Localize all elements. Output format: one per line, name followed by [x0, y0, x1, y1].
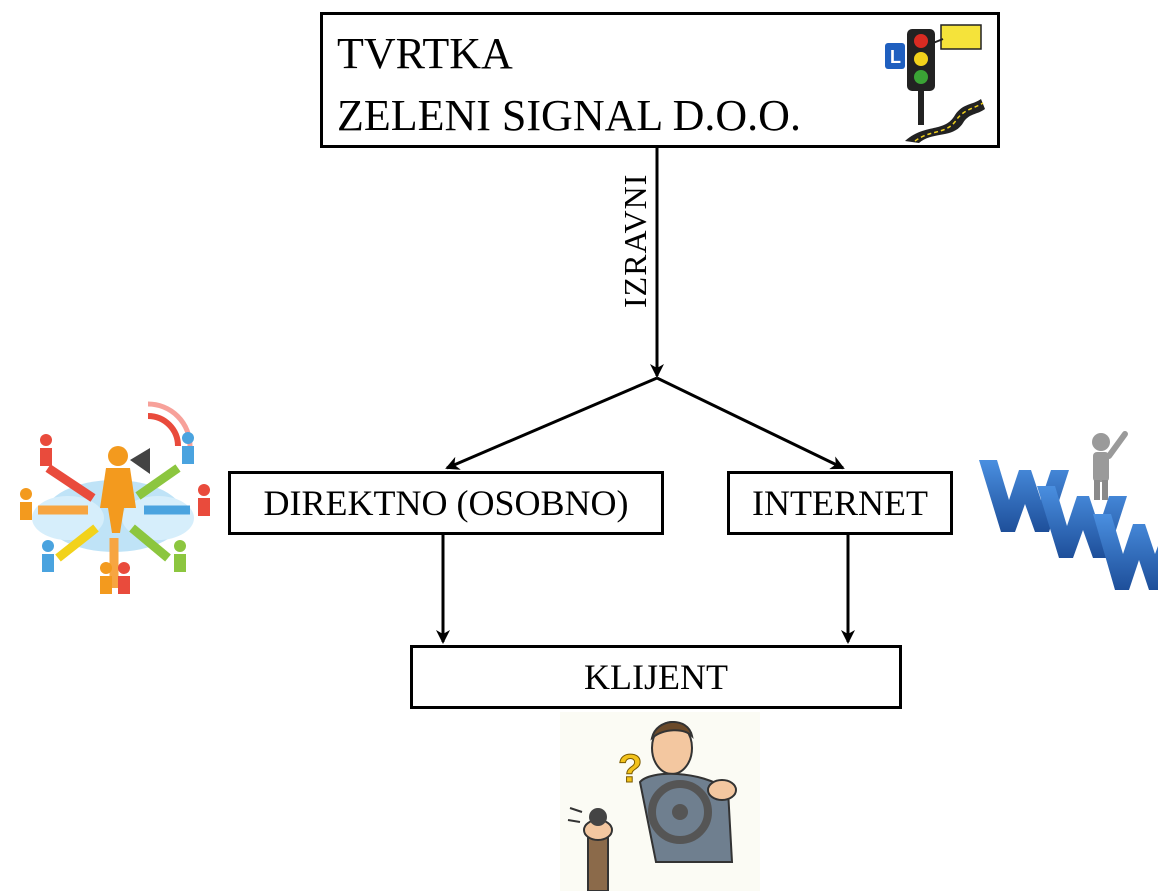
client-box: KLIJENT	[410, 645, 902, 709]
driver-steering-wheel-icon: ?	[560, 712, 760, 891]
internet-channel-box: INTERNET	[727, 471, 953, 535]
svg-text:L: L	[890, 47, 901, 67]
svg-text:?: ?	[618, 747, 642, 791]
company-name-label: ZELENI SIGNAL D.O.O.	[337, 91, 801, 140]
internet-channel-label: INTERNET	[752, 483, 928, 523]
social-network-people-icon	[20, 401, 210, 594]
arrow-split-to-internet	[656, 376, 845, 470]
arrow-split-to-direct	[445, 376, 658, 470]
direct-channel-box: DIREKTNO (OSOBNO)	[228, 471, 664, 535]
company-type-label: TVRTKA	[337, 29, 513, 78]
direct-channel-label: DIREKTNO (OSOBNO)	[263, 483, 629, 523]
www-person-icon	[979, 431, 1158, 590]
client-label: KLIJENT	[584, 657, 728, 697]
company-box: TVRTKA ZELENI SIGNAL D.O.O. L	[320, 12, 1000, 148]
traffic-light-road-logo-icon: L	[885, 24, 985, 143]
channel-label-direct: IZRAVNI	[617, 173, 653, 308]
